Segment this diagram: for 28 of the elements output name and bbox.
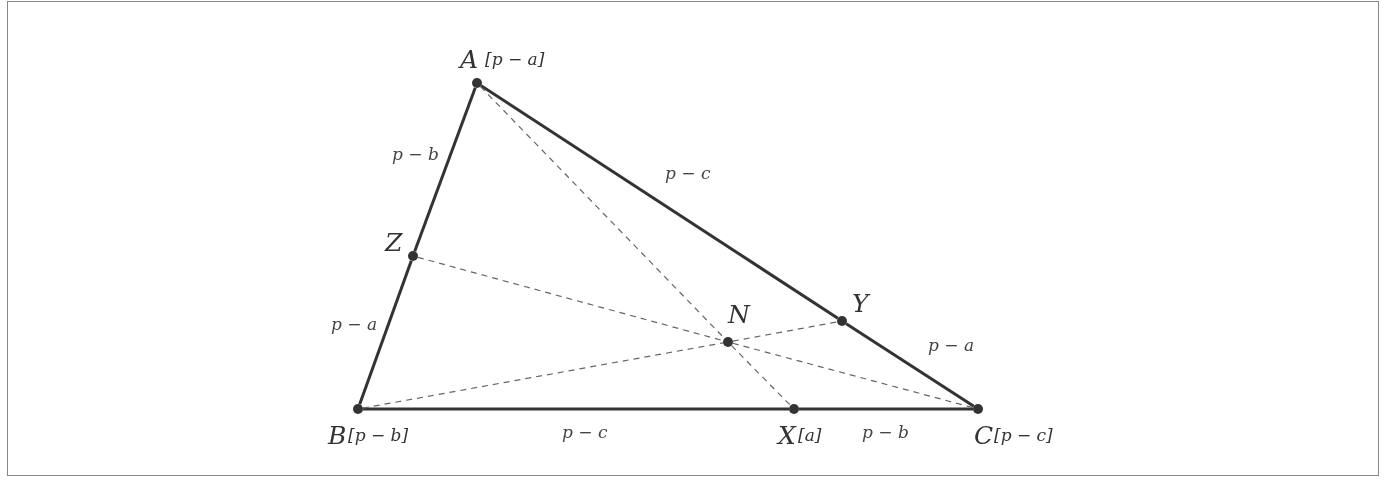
triangle-side	[363, 407, 789, 411]
point-label: X	[778, 423, 796, 448]
triangle-side	[799, 407, 973, 411]
edge-label: p − a	[331, 316, 378, 333]
point-weight: [a]	[798, 427, 822, 444]
point-label: B	[328, 423, 347, 448]
point-label: Y	[852, 291, 869, 316]
triangle-side	[358, 260, 413, 405]
point-label: C	[974, 423, 994, 448]
edge-label: p − b	[392, 146, 439, 163]
point-weight: [p − c]	[994, 427, 1053, 444]
point-label: N	[728, 302, 750, 327]
dashed-line	[732, 321, 838, 342]
point-weight: [p − a]	[485, 51, 545, 68]
edge-label: p − a	[928, 337, 975, 354]
edge-label: p − c	[665, 165, 711, 182]
edge-label: p − b	[862, 424, 909, 441]
triangle-side	[480, 84, 839, 320]
dashed-line	[730, 344, 792, 407]
dashed-line	[417, 256, 724, 342]
point-label: Z	[385, 230, 403, 255]
triangle-side	[413, 87, 477, 252]
edge-label: p − c	[562, 424, 608, 441]
triangle-side	[845, 322, 975, 408]
point-weight: [p − b]	[348, 427, 409, 444]
dashed-line	[362, 342, 724, 409]
point-label: A	[460, 47, 479, 72]
dashed-line	[732, 342, 974, 409]
